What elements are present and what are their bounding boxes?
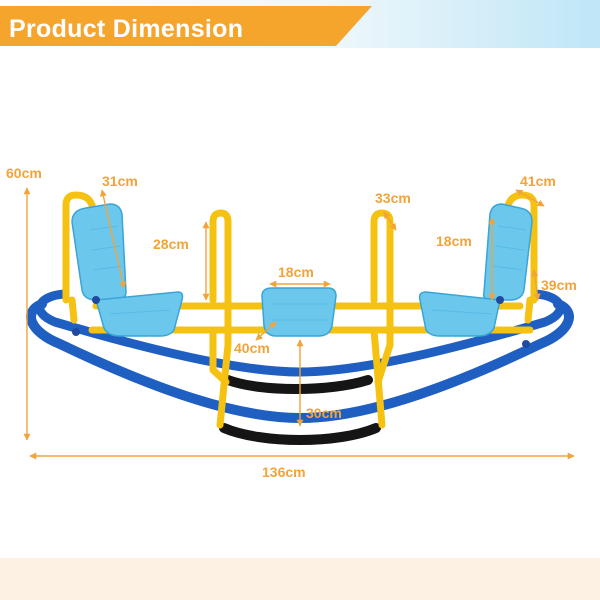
label-middle-seat-width: 18cm	[278, 264, 314, 280]
label-overall-length: 136cm	[262, 464, 306, 480]
label-frame-width: 40cm	[234, 340, 270, 356]
label-handle-depth: 33cm	[375, 190, 411, 206]
label-right-back-height: 18cm	[436, 233, 472, 249]
title-banner: Product Dimension	[0, 6, 372, 46]
label-ground-clearance: 30cm	[306, 405, 342, 421]
end-caps	[72, 296, 530, 348]
label-back-height: 31cm	[102, 173, 138, 189]
label-seat-depth: 39cm	[541, 277, 577, 293]
label-seat-back-width: 41cm	[520, 173, 556, 189]
dimension-lines	[23, 187, 575, 460]
seats	[71, 203, 533, 337]
foam-grips	[219, 375, 381, 445]
label-handle-height: 28cm	[153, 236, 189, 252]
label-overall-height: 60cm	[6, 165, 42, 181]
page-title: Product Dimension	[9, 15, 244, 43]
footer-band	[0, 558, 600, 600]
